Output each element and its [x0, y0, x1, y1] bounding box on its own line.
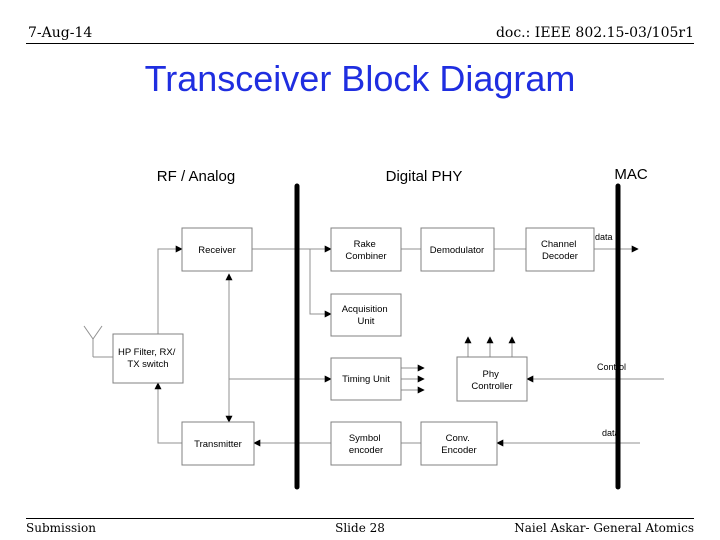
timing-unit-block: Timing Unit	[330, 357, 402, 401]
acquisition-unit-label-line-1: Acquisition	[342, 304, 388, 315]
conv-encoder-block: Conv. Encoder	[420, 421, 498, 466]
svg-text:Receiver: Receiver	[198, 245, 236, 256]
svg-text:Timing Unit: Timing Unit	[342, 374, 390, 385]
signal-wires	[154, 245, 664, 447]
antenna-icon	[83, 325, 113, 358]
receiver-label: Receiver	[198, 245, 236, 256]
svg-text:Rake Combiner: Rake Combiner	[345, 239, 386, 262]
section-rf-analog: RF / Analog	[157, 168, 235, 185]
svg-text:Conv. Encoder: Conv. Encoder	[441, 433, 476, 456]
svg-text:HP Filter, RX/ TX switch: HP Filter, RX/ TX switch	[118, 347, 178, 370]
header-doc-id: doc.: IEEE 802.15-03/105r1	[495, 25, 694, 41]
demodulator-label: Demodulator	[430, 245, 484, 256]
hp-filter-label-line-1: HP Filter, RX/	[118, 347, 176, 358]
svg-text:Phy Controller: Phy Controller	[471, 369, 512, 392]
footer-rule	[26, 518, 694, 519]
timing-unit-label: Timing Unit	[342, 374, 390, 385]
svg-text:Acquisition Unit: Acquisition Unit	[342, 304, 391, 327]
demodulator-block: Demodulator	[420, 227, 495, 272]
control-label: Control	[597, 362, 626, 372]
conv-encoder-label-line-2: Encoder	[441, 445, 476, 456]
symbol-encoder-label-line-1: Symbol	[349, 433, 381, 444]
svg-text:Demodulator: Demodulator	[430, 245, 484, 256]
svg-text:Symbol encoder: Symbol encoder	[349, 433, 383, 456]
slide-title: Transceiver Block Diagram	[144, 58, 576, 99]
phy-controller-block: Phy Controller	[456, 356, 528, 402]
section-mac: MAC	[614, 166, 648, 183]
phy-controller-label-line-1: Phy	[482, 369, 499, 380]
rake-combiner-block: Rake Combiner	[330, 227, 402, 272]
conv-encoder-label-line-1: Conv.	[446, 433, 470, 444]
channel-decoder-block: Channel Decoder	[525, 227, 595, 272]
header-date: 7-Aug-14	[28, 25, 93, 41]
channel-decoder-label-line-2: Decoder	[542, 251, 578, 262]
footer-submission: Submission	[26, 521, 96, 535]
symbol-encoder-label-line-2: encoder	[349, 445, 383, 456]
section-digital-phy: Digital PHY	[386, 168, 463, 185]
phy-controller-label-line-2: Controller	[471, 381, 512, 392]
svg-text:Channel Decoder: Channel Decoder	[541, 239, 579, 262]
svg-text:Transmitter: Transmitter	[194, 439, 242, 450]
acquisition-unit-block: Acquisition Unit	[330, 293, 402, 337]
hp-filter-block: HP Filter, RX/ TX switch	[112, 333, 184, 384]
data-out-label: data	[595, 232, 613, 242]
symbol-encoder-block: Symbol encoder	[330, 421, 402, 466]
header-rule	[26, 43, 694, 44]
footer-slide-number: Slide 28	[335, 521, 385, 535]
footer-author: Naiel Askar- General Atomics	[514, 521, 694, 535]
rake-combiner-label-line-2: Combiner	[345, 251, 386, 262]
transmitter-block: Transmitter	[181, 421, 255, 466]
acquisition-unit-label-line-2: Unit	[358, 316, 375, 327]
hp-filter-label-line-2: TX switch	[127, 359, 168, 370]
channel-decoder-label-line-1: Channel	[541, 239, 576, 250]
data-in-label: data	[602, 428, 620, 438]
rake-combiner-label-line-1: Rake	[354, 239, 376, 250]
transmitter-label: Transmitter	[194, 439, 242, 450]
receiver-block: Receiver	[181, 227, 253, 272]
